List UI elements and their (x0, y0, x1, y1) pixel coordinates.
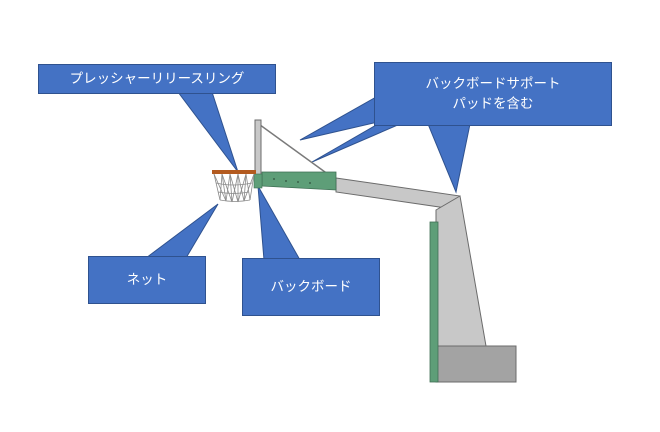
support-pad-label: バックボードサポート パッドを含む (374, 62, 612, 126)
support-pad-text-line1: バックボードサポート (425, 76, 561, 92)
pole-pad (429, 221, 439, 383)
net-pointer (144, 203, 219, 259)
backboard-support-pad (261, 171, 337, 191)
support-post-pointer (427, 123, 471, 194)
pad-dots (273, 178, 311, 184)
pressure-ring-text: プレッシャーリリースリング (69, 71, 245, 87)
backboard-label: バックボード (242, 258, 380, 316)
backboard-pointer (257, 185, 301, 261)
net-text: ネット (126, 272, 168, 288)
rim (212, 170, 256, 174)
overhang-arm (335, 177, 461, 211)
base-block (435, 345, 517, 383)
backboard-lower-pad (253, 173, 263, 189)
backboard-text: バックボード (270, 279, 352, 295)
support-pole (435, 195, 487, 347)
support-pad-text-line2: パッドを含む (452, 96, 534, 112)
pressure-ring-pointer (177, 91, 239, 173)
pressure-ring-label: プレッシャーリリースリング (38, 64, 276, 94)
net-label: ネット (88, 256, 206, 304)
net (213, 173, 255, 203)
diagonal-brace (255, 121, 337, 181)
